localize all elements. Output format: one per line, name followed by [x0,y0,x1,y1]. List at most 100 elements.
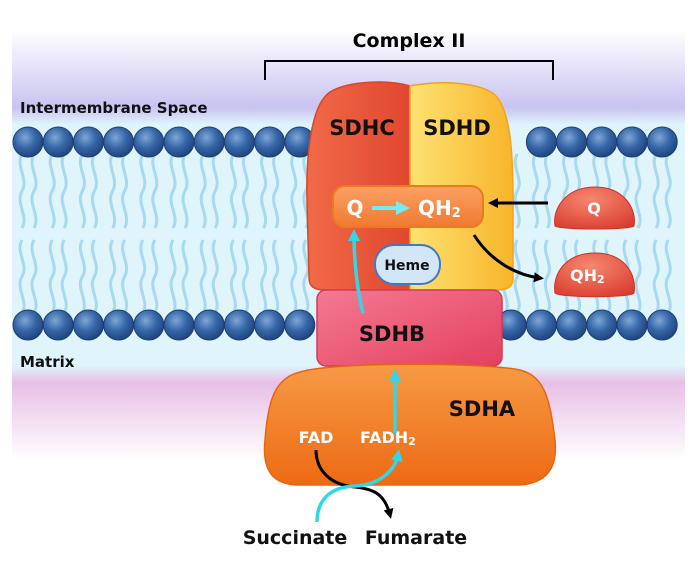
lipid-tail [30,153,38,229]
lipid-tail [18,153,26,229]
lipid-tail [272,153,280,229]
sdhc-label: SDHC [329,116,395,140]
lipid-head [556,309,588,341]
lipid-tail [48,153,56,229]
lipid-head [12,309,44,341]
lipid-tail [652,239,660,314]
matrix-label: Matrix [20,353,75,371]
lipid-head [284,309,316,341]
heme-label: Heme [384,258,429,274]
lipid-head [223,126,255,158]
lipid-tail [272,239,280,314]
q-pool-oval [554,186,635,230]
fad-label: FAD [299,428,334,447]
qh2-pool-label: QH2 [570,266,605,286]
lipid-tail [241,153,249,229]
lipid-tail [151,239,159,314]
q-pool-label: Q [587,199,601,218]
q-reduction-arrowhead [396,201,410,215]
lipid-tail [60,239,68,314]
lipid-head [133,126,165,158]
diagram-title: Complex II [353,30,466,52]
lipid-head [133,309,165,341]
lipid-tail [181,239,189,314]
lipid-tail [139,239,147,314]
lipid-tail [543,153,551,229]
lipid-head [103,309,135,341]
lipid-tail [260,153,268,229]
lipid-head [616,126,648,158]
lipid-tail [199,153,207,229]
lipid-tail [634,239,642,314]
lipid-tail [109,153,117,229]
lipid-head [254,309,286,341]
lipid-tail [664,239,672,314]
quinone-binding-site [332,185,484,228]
lipid-head [163,126,195,158]
lipid-tail [90,153,98,229]
lipid-tail [260,239,268,314]
lipid-tail [121,239,129,314]
sdha-label: SDHA [449,397,516,421]
lipid-head [586,126,618,158]
succinate-label: Succinate [243,527,348,549]
lipid-tail [241,239,249,314]
lipid-tail [60,153,68,229]
lipid-head [646,309,678,341]
lipid-tail [30,239,38,314]
qh2-pool-oval [554,252,635,298]
lipid-tail [90,239,98,314]
lipid-head [193,309,225,341]
lipid-tail [181,153,189,229]
fumarate-label: Fumarate [365,527,467,549]
lipid-head [223,309,255,341]
lipid-tail [121,153,129,229]
sdha-subunit [263,363,557,486]
lipid-head [525,309,557,341]
lipid-head [525,126,557,158]
lipid-tail [531,153,539,229]
lipid-tail [290,153,298,229]
lipid-tail [78,239,86,314]
lipid-head [586,309,618,341]
lipid-tail [664,153,672,229]
lipid-head [556,126,588,158]
lipid-tail [543,239,551,314]
lipid-tail [199,239,207,314]
lipid-tail [151,153,159,229]
lipid-tail [211,153,219,229]
lipid-head [616,309,648,341]
lipid-head [12,126,44,158]
lipid-head [72,309,104,341]
lipid-head [72,126,104,158]
lipid-head [42,309,74,341]
qh2-release-arrow [472,234,544,283]
sdhb-label: SDHB [359,322,425,346]
lipid-tail [18,239,26,314]
lipid-tail [169,153,177,229]
lipid-tail [78,153,86,229]
lipid-tail [229,239,237,314]
succinate-oxidation-arrow [315,449,403,523]
lipid-head [646,126,678,158]
lipid-tail [634,153,642,229]
intermembrane-space-label: Intermembrane Space [20,99,208,117]
lipid-head [103,126,135,158]
lipid-tail [229,153,237,229]
lipid-bilayer [12,126,678,341]
q-site-q-label: Q [346,196,363,220]
lipid-tail [169,239,177,314]
lipid-tail [48,239,56,314]
lipid-tail [652,153,660,229]
sdhb-to-q-arrow [348,229,365,314]
lipid-tail [302,239,310,314]
fadh2-label: FADH2 [360,428,416,448]
lipid-tail [513,239,521,314]
lipid-head [42,126,74,158]
lipid-tail [139,153,147,229]
lipid-tail [109,239,117,314]
sdhd-label: SDHD [423,116,491,140]
complex-bracket [264,60,554,80]
lipid-tail [513,153,521,229]
